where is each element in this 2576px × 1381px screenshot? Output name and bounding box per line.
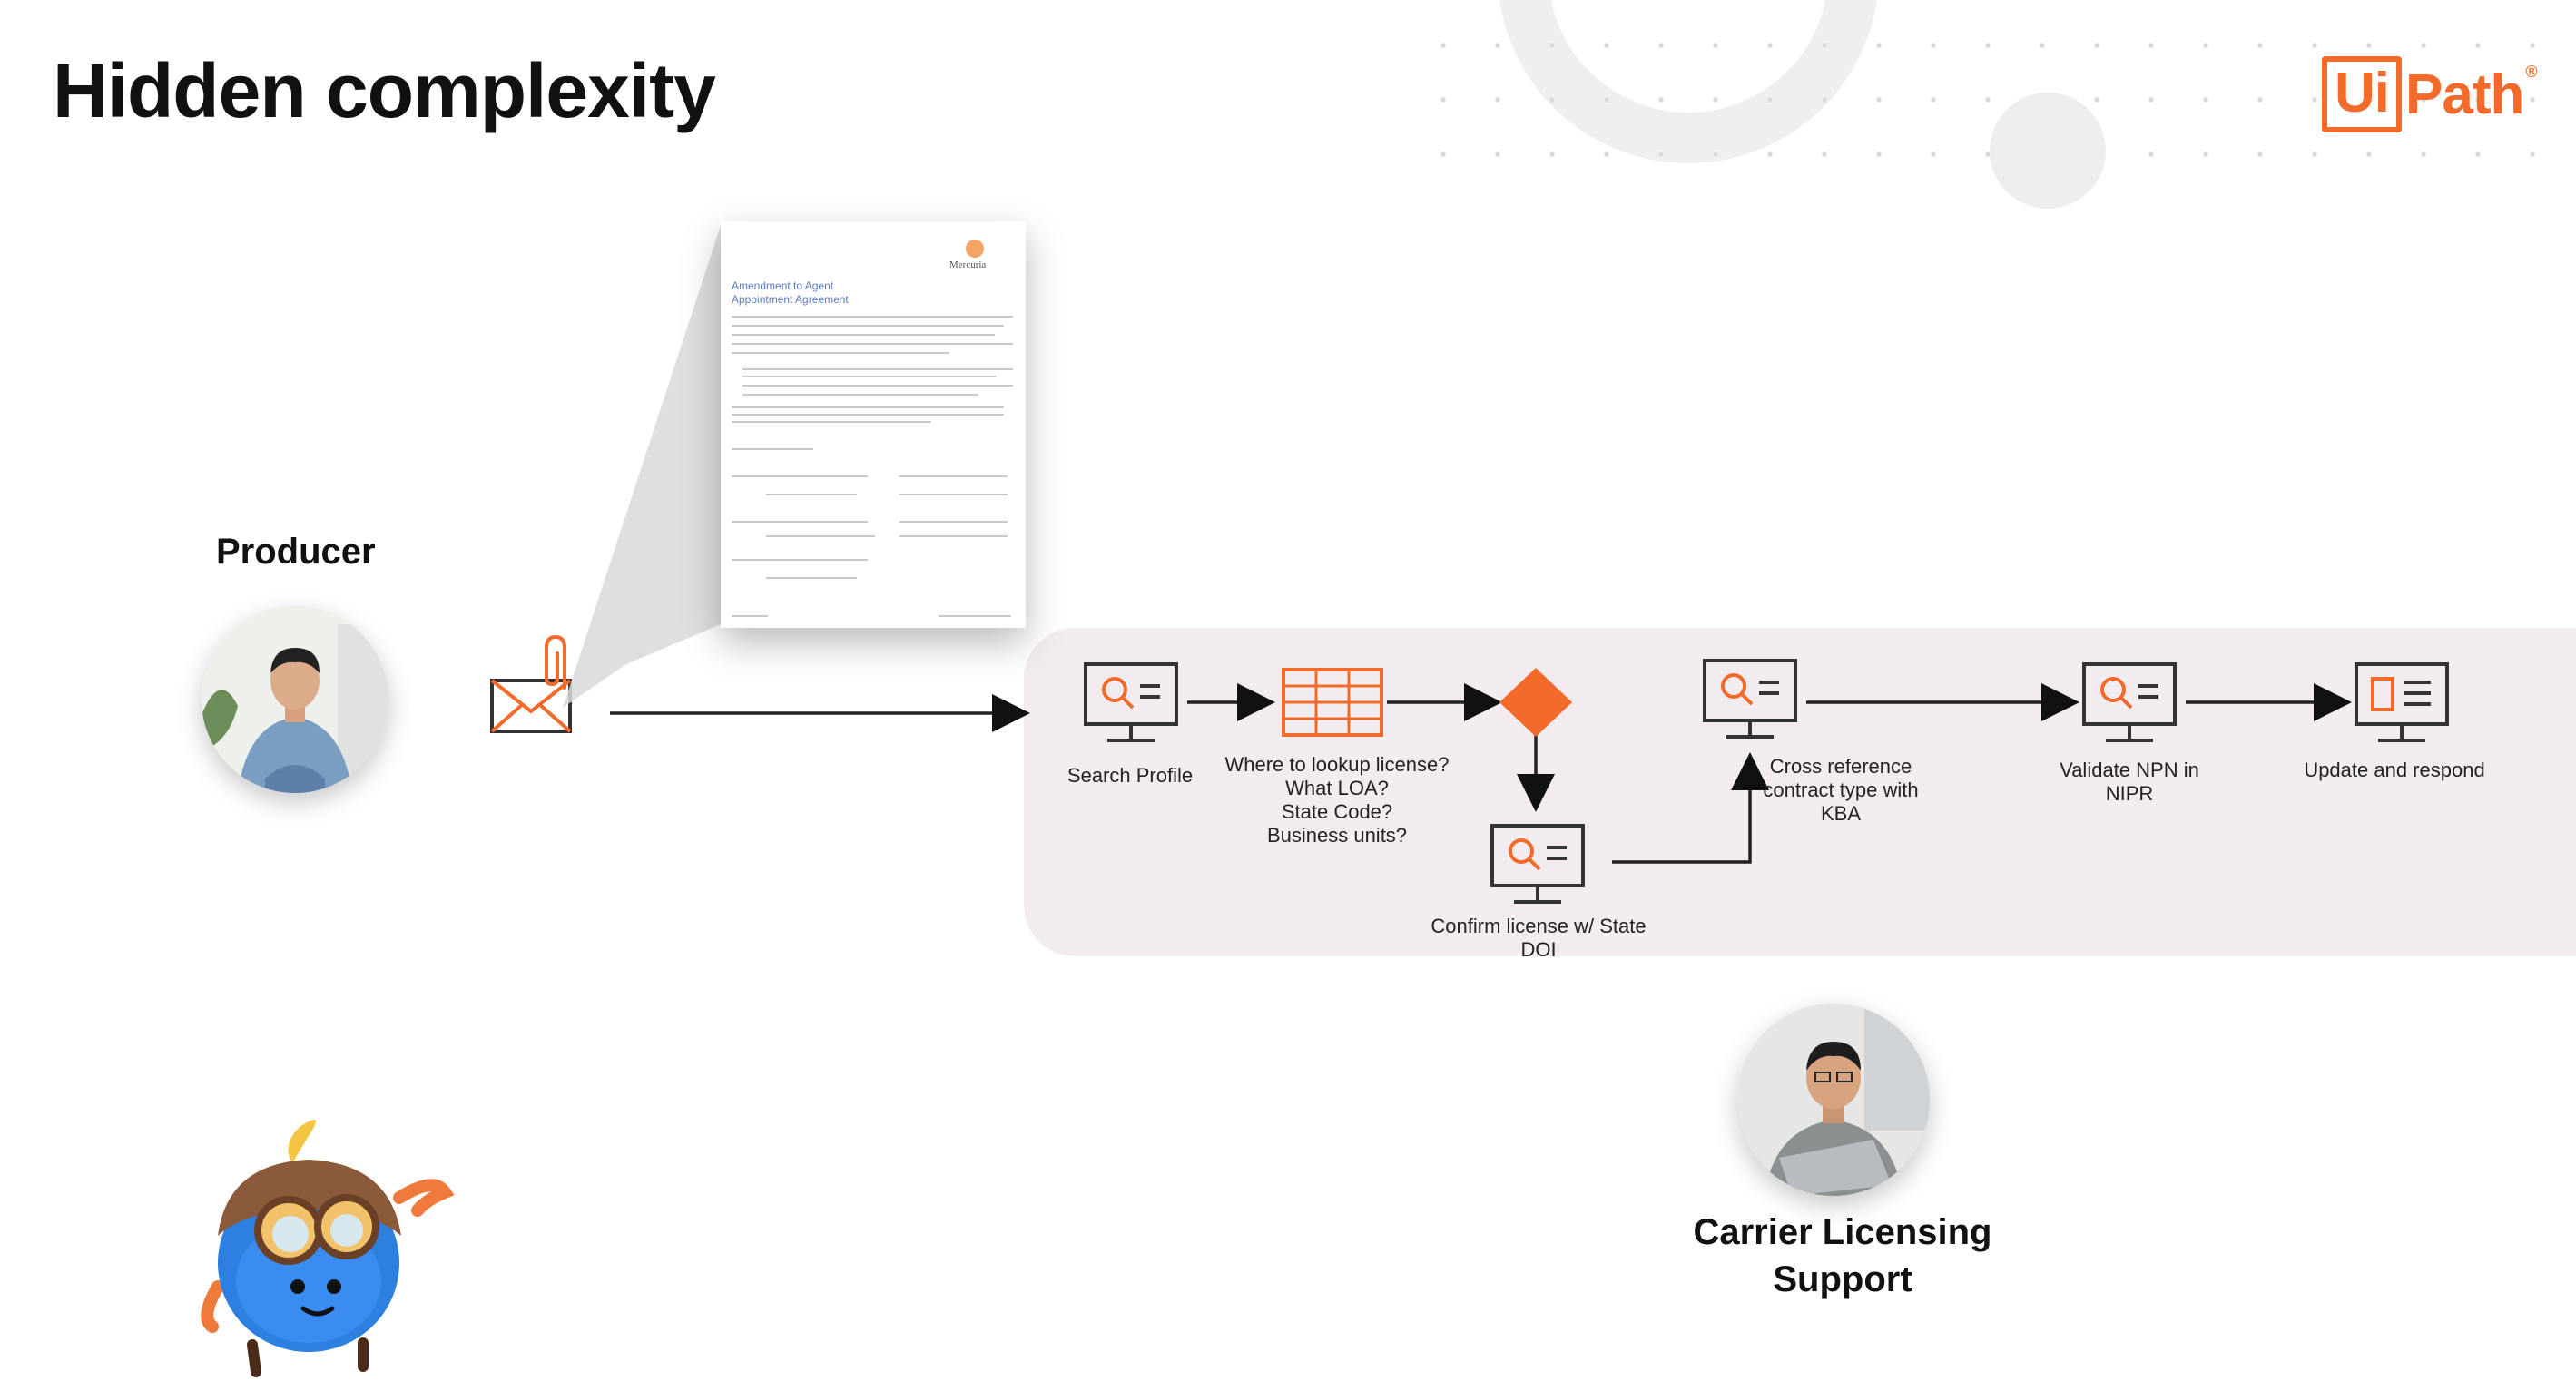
document-text-line: [732, 421, 931, 423]
document-text-line: [766, 577, 857, 579]
step-label-confirm-license: Confirm license w/ State DOI: [1431, 915, 1647, 961]
document-text-line: [732, 316, 1013, 318]
logo-box-text: Ui: [2322, 56, 2402, 132]
document-text-line: [732, 343, 1013, 345]
document-text-line: [766, 494, 857, 495]
document-text-line: [732, 521, 868, 523]
document-text-line: [732, 334, 995, 336]
document-text-line: [766, 535, 875, 537]
support-label: Carrier Licensing Support: [1693, 1212, 1992, 1299]
document-text-line: [732, 414, 1004, 416]
uipath-logo: Ui Path®: [2322, 56, 2538, 132]
step-label-lookup-license: Where to lookup license? What LOA? State…: [1224, 753, 1450, 847]
step-label-update-respond: Update and respond: [2304, 759, 2485, 781]
email-envelope-icon: [490, 634, 572, 733]
document-text-line: [899, 494, 1008, 495]
mascot-character-icon: [201, 1120, 455, 1377]
support-avatar: [1737, 1004, 1930, 1196]
document-text-line: [732, 325, 1004, 327]
document-text-line: [742, 394, 978, 396]
monitor-search-icon: [1703, 659, 1797, 739]
document-logo-icon: [966, 240, 984, 258]
person-photo-icon: [1737, 1004, 1930, 1196]
step-label-cross-reference: Cross reference contract type with KBA: [1763, 755, 1919, 825]
table-grid-icon: [1282, 668, 1383, 737]
document-brand: Mercuria: [949, 260, 987, 270]
document-heading-line1: Amendment to Agent: [732, 279, 834, 292]
step-label-validate-npn: Validate NPN in NIPR: [2060, 759, 2199, 805]
document-text-line: [742, 376, 997, 377]
monitor-search-icon: [2082, 662, 2177, 742]
document-text-line: [732, 406, 1004, 408]
step-label-search-profile: Search Profile: [1067, 764, 1194, 787]
producer-label: Producer: [216, 532, 376, 572]
producer-avatar: [202, 606, 388, 793]
document-text-line: [939, 615, 1011, 617]
decision-diamond-icon: [1499, 668, 1572, 737]
agreement-document-preview: Mercuria Amendment to Agent Appointment …: [721, 221, 1026, 628]
document-text-line: [899, 475, 1008, 477]
logo-rest-text: Path®: [2405, 62, 2538, 126]
document-text-line: [732, 448, 813, 450]
document-text-line: [732, 475, 868, 477]
background-circle: [1990, 93, 2106, 209]
monitor-doc-icon: [2355, 662, 2449, 742]
document-text-line: [732, 559, 868, 561]
document-text-line: [742, 368, 1013, 370]
monitor-search-icon: [1490, 824, 1585, 904]
person-photo-icon: [202, 606, 388, 793]
document-text-line: [899, 535, 1008, 537]
document-text-line: [732, 615, 768, 617]
document-text-line: [732, 352, 949, 354]
slide-title: Hidden complexity: [53, 48, 716, 133]
document-text-line: [899, 521, 1008, 523]
document-text-line: [742, 385, 1013, 387]
document-heading-line2: Appointment Agreement: [732, 293, 849, 306]
monitor-search-icon: [1084, 662, 1178, 742]
